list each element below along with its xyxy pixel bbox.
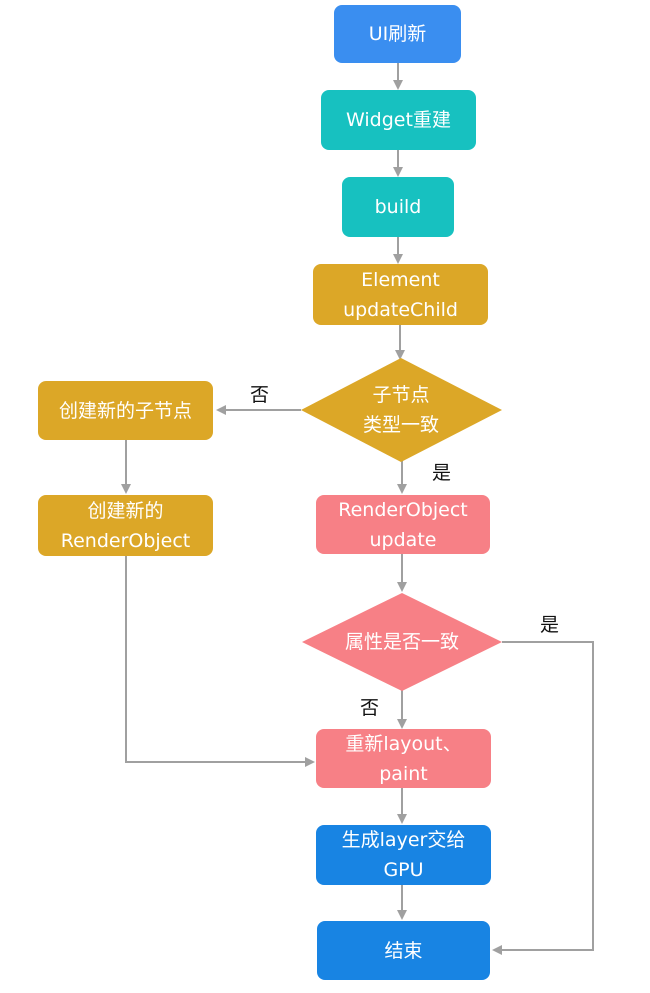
- child-type-line1: 子节点: [372, 384, 430, 406]
- edge-label-no-props: 否: [360, 697, 380, 719]
- element-update-line1: Element: [361, 268, 440, 291]
- element-update-node: Element updateChild: [313, 264, 488, 325]
- edge-label-yes-child-type: 是: [432, 462, 452, 484]
- build-node: build: [342, 177, 454, 237]
- render-object-update-node: RenderObject update: [316, 495, 490, 554]
- arrow-props-yes-to-end: [492, 641, 594, 955]
- child-type-line2: 类型一致: [362, 414, 439, 436]
- relayout-line1: 重新layout、: [345, 732, 462, 755]
- arrow-create-render-to-relayout: [125, 556, 315, 767]
- edge-label-no-child-type: 否: [250, 384, 270, 406]
- create-render-object-node: 创建新的 RenderObject: [38, 495, 213, 556]
- gen-layer-line2: GPU: [383, 859, 424, 881]
- child-type-decision-diamond: [301, 358, 502, 462]
- widget-rebuild-node: Widget重建: [321, 90, 476, 150]
- props-decision-diamond: [302, 593, 502, 691]
- create-render-line2: RenderObject: [60, 529, 191, 552]
- ui-refresh-label: UI刷新: [368, 23, 427, 45]
- create-child-label: 创建新的子节点: [58, 399, 192, 422]
- widget-rebuild-label: Widget重建: [346, 109, 451, 131]
- render-update-line2: update: [369, 528, 437, 551]
- element-update-line2: updateChild: [343, 298, 458, 321]
- end-node: 结束: [317, 921, 490, 980]
- end-label: 结束: [384, 939, 423, 962]
- relayout-line2: paint: [379, 762, 428, 785]
- edge-label-yes-props: 是: [540, 614, 560, 636]
- gen-layer-line1: 生成layer交给: [341, 829, 466, 851]
- create-render-line1: 创建新的: [87, 499, 164, 522]
- gen-layer-node: 生成layer交给 GPU: [316, 825, 491, 885]
- props-decision-label: 属性是否一致: [344, 631, 459, 653]
- create-child-node: 创建新的子节点: [38, 381, 213, 440]
- relayout-node: 重新layout、 paint: [316, 729, 491, 788]
- render-update-line1: RenderObject: [338, 498, 468, 521]
- props-decision: 属性是否一致: [322, 627, 482, 657]
- child-type-decision: 子节点 类型一致: [321, 378, 481, 442]
- build-label: build: [374, 196, 422, 218]
- ui-refresh-node: UI刷新: [334, 5, 461, 63]
